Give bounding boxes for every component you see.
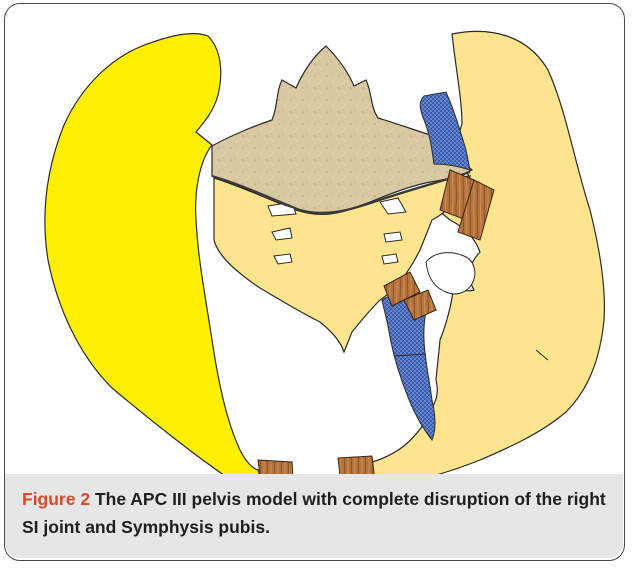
right-notch xyxy=(426,253,475,294)
figure-caption: Figure 2 The APC III pelvis model with c… xyxy=(22,485,612,541)
sacral-foramen xyxy=(382,254,398,264)
sacral-foramen xyxy=(384,232,402,242)
figure-label: Figure 2 xyxy=(22,489,90,509)
sacral-foramen xyxy=(274,254,292,264)
figure-caption-text: The APC III pelvis model with complete d… xyxy=(22,489,606,537)
